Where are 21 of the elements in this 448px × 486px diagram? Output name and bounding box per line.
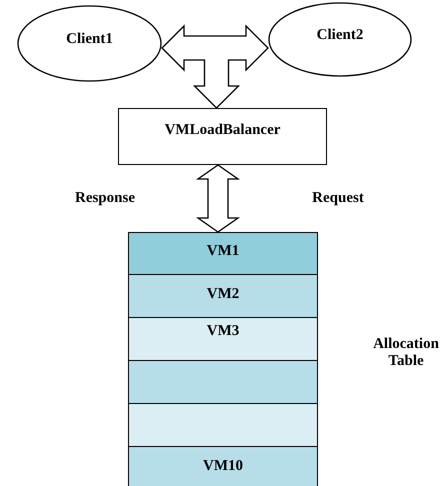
table-row bbox=[128, 404, 318, 447]
node-label: Client1 bbox=[66, 31, 113, 48]
client-ellipse bbox=[17, 5, 162, 82]
node-label: VM2 bbox=[206, 286, 240, 302]
client-ellipse bbox=[268, 2, 412, 77]
node-label: VM1 bbox=[206, 243, 240, 260]
table-row bbox=[128, 361, 318, 404]
node-label: Client2 bbox=[316, 27, 364, 44]
table-row bbox=[128, 318, 318, 361]
table-row bbox=[128, 232, 318, 275]
annotation-label: Response bbox=[74, 190, 136, 207]
block-arrow bbox=[161, 24, 269, 109]
node-label: VM10 bbox=[203, 458, 243, 474]
node-label: VMLoadBalancer bbox=[164, 122, 280, 139]
table-row bbox=[128, 275, 318, 318]
process-box bbox=[118, 108, 327, 165]
node-label: VM3 bbox=[206, 322, 240, 340]
table-row bbox=[128, 447, 318, 486]
annotation-label: Request bbox=[311, 190, 365, 207]
block-arrow bbox=[196, 164, 240, 233]
annotation-label: Allocation Table bbox=[372, 336, 440, 370]
